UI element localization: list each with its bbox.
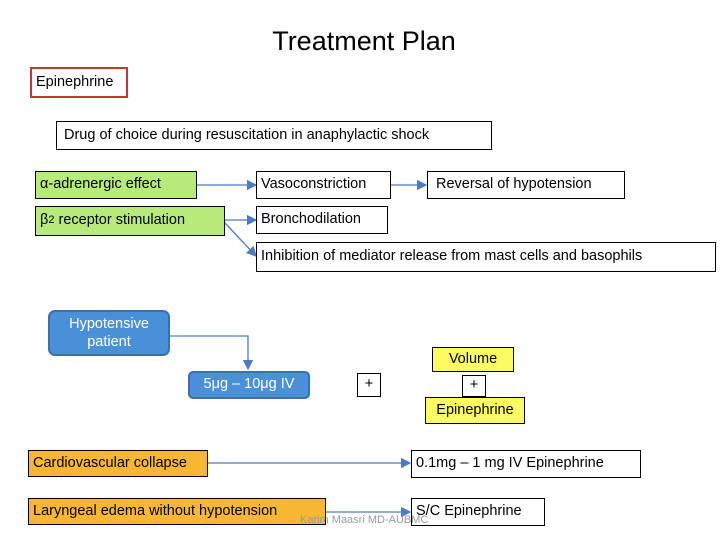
sc-epinephrine-box: S/C Epinephrine xyxy=(411,498,545,526)
arrow-beta-inhibition xyxy=(223,221,257,257)
dose-iv-box: 5μg – 10μg IV xyxy=(188,371,310,399)
cardiovascular-collapse-box: Cardiovascular collapse xyxy=(28,450,208,477)
beta-subscript: 2 xyxy=(48,214,55,227)
beta-receptor-label: receptor stimulation xyxy=(54,212,186,229)
cardio-dose-box: 0.1mg – 1 mg IV Epinephrine xyxy=(411,450,641,478)
vasoconstriction-box: Vasoconstriction xyxy=(256,171,391,199)
beta-symbol: β xyxy=(40,212,49,229)
inhibition-box: Inhibition of mediator release from mast… xyxy=(256,242,716,272)
plus-left-box: + xyxy=(357,373,381,397)
epinephrine-box: Epinephrine xyxy=(30,67,128,98)
plus-center-box: + xyxy=(462,375,486,397)
epinephrine-yellow-box: Epinephrine xyxy=(425,397,525,424)
hypotensive-line2: patient xyxy=(87,334,131,350)
volume-box: Volume xyxy=(432,347,514,372)
reversal-hypotension-box: Reversal of hypotension xyxy=(427,171,625,199)
arrow-hypotensive-dose xyxy=(170,335,254,371)
hypotensive-line1: Hypotensive xyxy=(69,315,149,332)
page-title: Treatment Plan xyxy=(272,26,456,56)
alpha-adrenergic-box: α-adrenergic effect xyxy=(35,171,197,199)
laryngeal-edema-box: Laryngeal edema without hypotension xyxy=(28,498,326,525)
drug-of-choice-box: Drug of choice during resuscitation in a… xyxy=(56,121,492,150)
hypotensive-patient-box: Hypotensive patient xyxy=(48,310,170,356)
author-footer: Karim Maasri MD-AUBMC xyxy=(300,514,429,526)
bronchodilation-box: Bronchodilation xyxy=(256,206,388,234)
